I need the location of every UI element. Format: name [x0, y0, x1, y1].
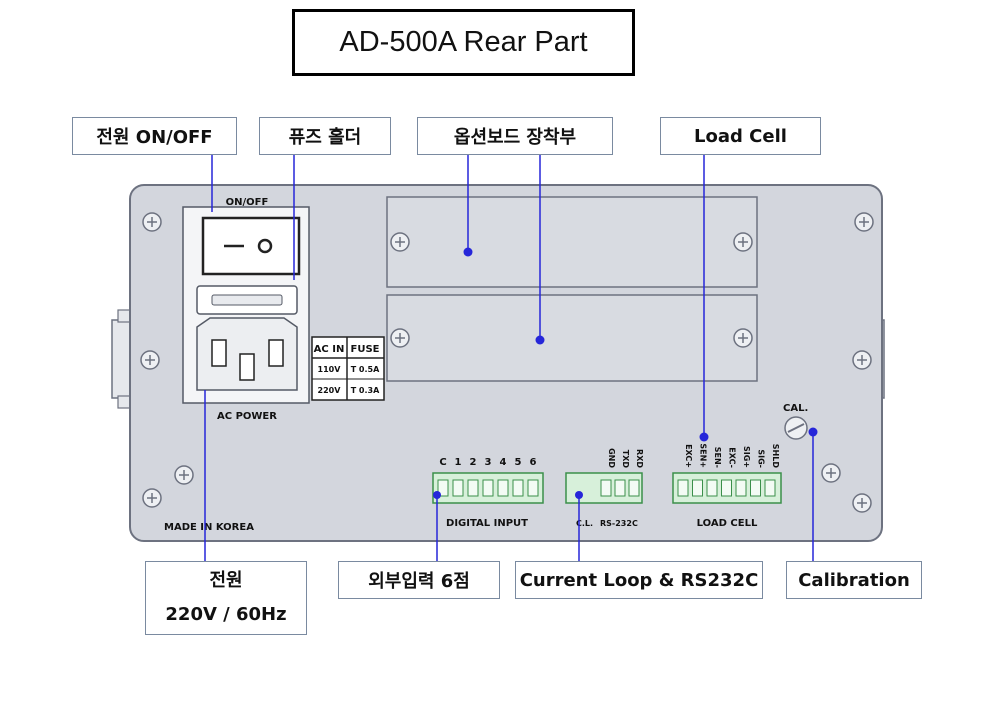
screw-icon — [390, 232, 410, 252]
load-cell-pins: EXC+ SEN+ SEN- EXC- SIG+ SIG- SHLD — [684, 443, 780, 468]
fuse-table-header: AC IN — [314, 344, 345, 355]
connector-pin-slot — [721, 479, 732, 497]
cal-label: CAL. — [783, 403, 808, 414]
connector-pin-slot — [750, 479, 761, 497]
connector-pin-slot — [600, 479, 612, 497]
pin-label: TXD — [621, 450, 630, 469]
fuse-table-cell: 110V — [318, 365, 342, 374]
callout-load-cell: Load Cell — [660, 117, 821, 155]
pin-label: SEN- — [713, 447, 722, 468]
pin-label: 3 — [485, 457, 492, 468]
leader-lines — [204, 155, 818, 561]
screw-icon — [390, 328, 410, 348]
screw-icon — [852, 493, 872, 513]
connector-pin-slot — [512, 479, 524, 497]
power-module: ON/OFF AC POWER — [182, 197, 310, 422]
power-switch[interactable] — [201, 216, 301, 276]
option-slot-2 — [386, 294, 758, 382]
ac-power-label: AC POWER — [217, 411, 277, 422]
calibration-screw[interactable] — [784, 416, 808, 440]
pin-label: C — [439, 457, 446, 468]
diagram-title: AD-500A Rear Part — [292, 9, 635, 76]
pin-label: 6 — [530, 457, 537, 468]
made-in-label: MADE IN KOREA — [164, 522, 254, 533]
load-cell-label: LOAD CELL — [697, 518, 758, 529]
screw-icon — [140, 350, 160, 370]
callout-calibration: Calibration — [786, 561, 922, 599]
screw-icon — [733, 232, 753, 252]
connector-pin-slot — [527, 479, 539, 497]
callout-power: 전원 220V / 60Hz — [145, 561, 307, 635]
callout-fuse-holder: 퓨즈 홀더 — [259, 117, 391, 155]
screw-icon — [733, 328, 753, 348]
connector-pin-slot — [614, 479, 626, 497]
fuse-table-cell: T 0.3A — [351, 386, 380, 395]
screw-icon — [821, 463, 841, 483]
callout-external-input: 외부입력 6점 — [338, 561, 500, 599]
pin-label: EXC+ — [684, 444, 693, 468]
screw-icon — [142, 212, 162, 232]
connector-pin-slot — [628, 479, 640, 497]
pin-label: SHLD — [771, 444, 780, 469]
pin-label: GND — [607, 448, 616, 468]
connector-pin-slot — [735, 479, 747, 497]
connector-pin-slot — [467, 479, 479, 497]
callout-power-switch: 전원 ON/OFF — [72, 117, 237, 155]
connector-pin-slot — [764, 479, 776, 497]
screw-icon — [142, 488, 162, 508]
connector-pin-slot — [677, 479, 689, 497]
screw-icon — [852, 350, 872, 370]
fuse-table-cell: T 0.5A — [351, 365, 380, 374]
pin-label: RXD — [635, 449, 644, 468]
cl-label: C.L. — [576, 519, 593, 528]
connector-pin-slot — [437, 479, 449, 497]
pin-label: SIG- — [757, 449, 766, 468]
pin-label: 2 — [470, 457, 477, 468]
callout-option-board: 옵션보드 장착부 — [417, 117, 613, 155]
callout-power-line2: 220V / 60Hz — [165, 604, 287, 625]
fuse-table-header: FUSE — [351, 344, 380, 355]
pin-label: 5 — [515, 457, 522, 468]
pin-label: SEN+ — [699, 443, 708, 468]
connector-pin-slot — [692, 479, 703, 497]
fuse-table: AC IN FUSE 110V T 0.5A 220V T 0.3A — [311, 336, 385, 401]
switch-off-mark — [257, 238, 273, 254]
screw-icon — [854, 212, 874, 232]
pin-label: EXC- — [728, 447, 737, 468]
callout-power-line1: 전원 — [209, 570, 243, 591]
screw-icon — [174, 465, 194, 485]
option-slot-1 — [386, 196, 758, 288]
fuse-table-cell: 220V — [318, 386, 342, 395]
pin-label: 4 — [500, 457, 507, 468]
rs232c-label: RS-232C — [600, 519, 638, 528]
connector-pin-slot — [482, 479, 494, 497]
connector-pin-slot — [497, 479, 509, 497]
callout-current-loop: Current Loop & RS232C — [515, 561, 763, 599]
rs232c-pins: GND TXD RXD — [607, 448, 644, 468]
digital-input-label: DIGITAL INPUT — [446, 518, 528, 529]
pin-label: SIG+ — [742, 446, 751, 468]
connector-pin-slot — [706, 479, 718, 497]
on-off-label: ON/OFF — [226, 197, 269, 208]
pin-label: 1 — [455, 457, 462, 468]
connector-pin-slot — [452, 479, 464, 497]
